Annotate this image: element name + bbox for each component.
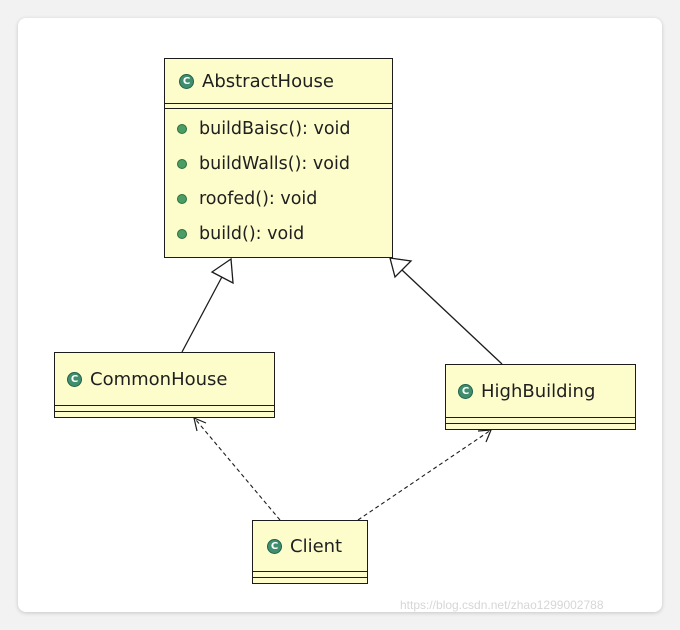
- dependency-line-highbuilding: [357, 429, 492, 521]
- class-name: HighBuilding: [481, 380, 596, 402]
- operation-item[interactable]: roofed(): void: [165, 181, 392, 216]
- public-method-icon: [177, 193, 187, 204]
- class-header: C Client: [253, 521, 367, 572]
- dependency-arrowhead-commonhouse: [193, 416, 207, 432]
- operation-signature: buildWalls(): void: [199, 153, 350, 174]
- operations-compartment: buildBaisc(): void buildWalls(): void ro…: [165, 109, 392, 255]
- attributes-compartment: [253, 572, 367, 578]
- class-header: C HighBuilding: [446, 365, 635, 418]
- generalization-arrowhead-commonhouse: [210, 257, 234, 285]
- attributes-compartment: [165, 104, 392, 109]
- operation-item[interactable]: buildBaisc(): void: [165, 111, 392, 146]
- public-method-icon: [177, 123, 187, 134]
- operation-item[interactable]: buildWalls(): void: [165, 146, 392, 181]
- class-c-icon: C: [267, 538, 282, 554]
- watermark-text: https://blog.csdn.net/zhao1299002788: [400, 598, 604, 612]
- dependency-line-commonhouse: [195, 419, 281, 521]
- class-client[interactable]: C Client: [252, 520, 368, 584]
- class-c-icon: C: [67, 371, 82, 387]
- class-header: C CommonHouse: [55, 353, 274, 406]
- generalization-arrowhead-highbuilding: [389, 257, 413, 279]
- operation-signature: buildBaisc(): void: [199, 118, 351, 139]
- public-method-icon: [177, 158, 187, 169]
- operation-signature: build(): void: [199, 223, 305, 244]
- class-name: Client: [290, 535, 343, 557]
- class-name: AbstractHouse: [202, 70, 334, 92]
- operation-item[interactable]: build(): void: [165, 216, 392, 251]
- dependency-arrowhead-highbuilding: [477, 429, 492, 443]
- generalization-line-highbuilding: [401, 269, 503, 365]
- public-method-icon: [177, 228, 187, 239]
- class-c-icon: C: [458, 383, 473, 399]
- class-highbuilding[interactable]: C HighBuilding: [445, 364, 636, 430]
- class-abstracthouse[interactable]: C AbstractHouse buildBaisc(): void build…: [164, 58, 393, 258]
- operation-signature: roofed(): void: [199, 188, 318, 209]
- generalization-line-commonhouse: [181, 272, 225, 353]
- class-header: C AbstractHouse: [165, 59, 392, 104]
- class-c-icon: C: [179, 73, 194, 89]
- class-commonhouse[interactable]: C CommonHouse: [54, 352, 275, 418]
- attributes-compartment: [55, 406, 274, 412]
- attributes-compartment: [446, 418, 635, 424]
- class-name: CommonHouse: [90, 368, 228, 390]
